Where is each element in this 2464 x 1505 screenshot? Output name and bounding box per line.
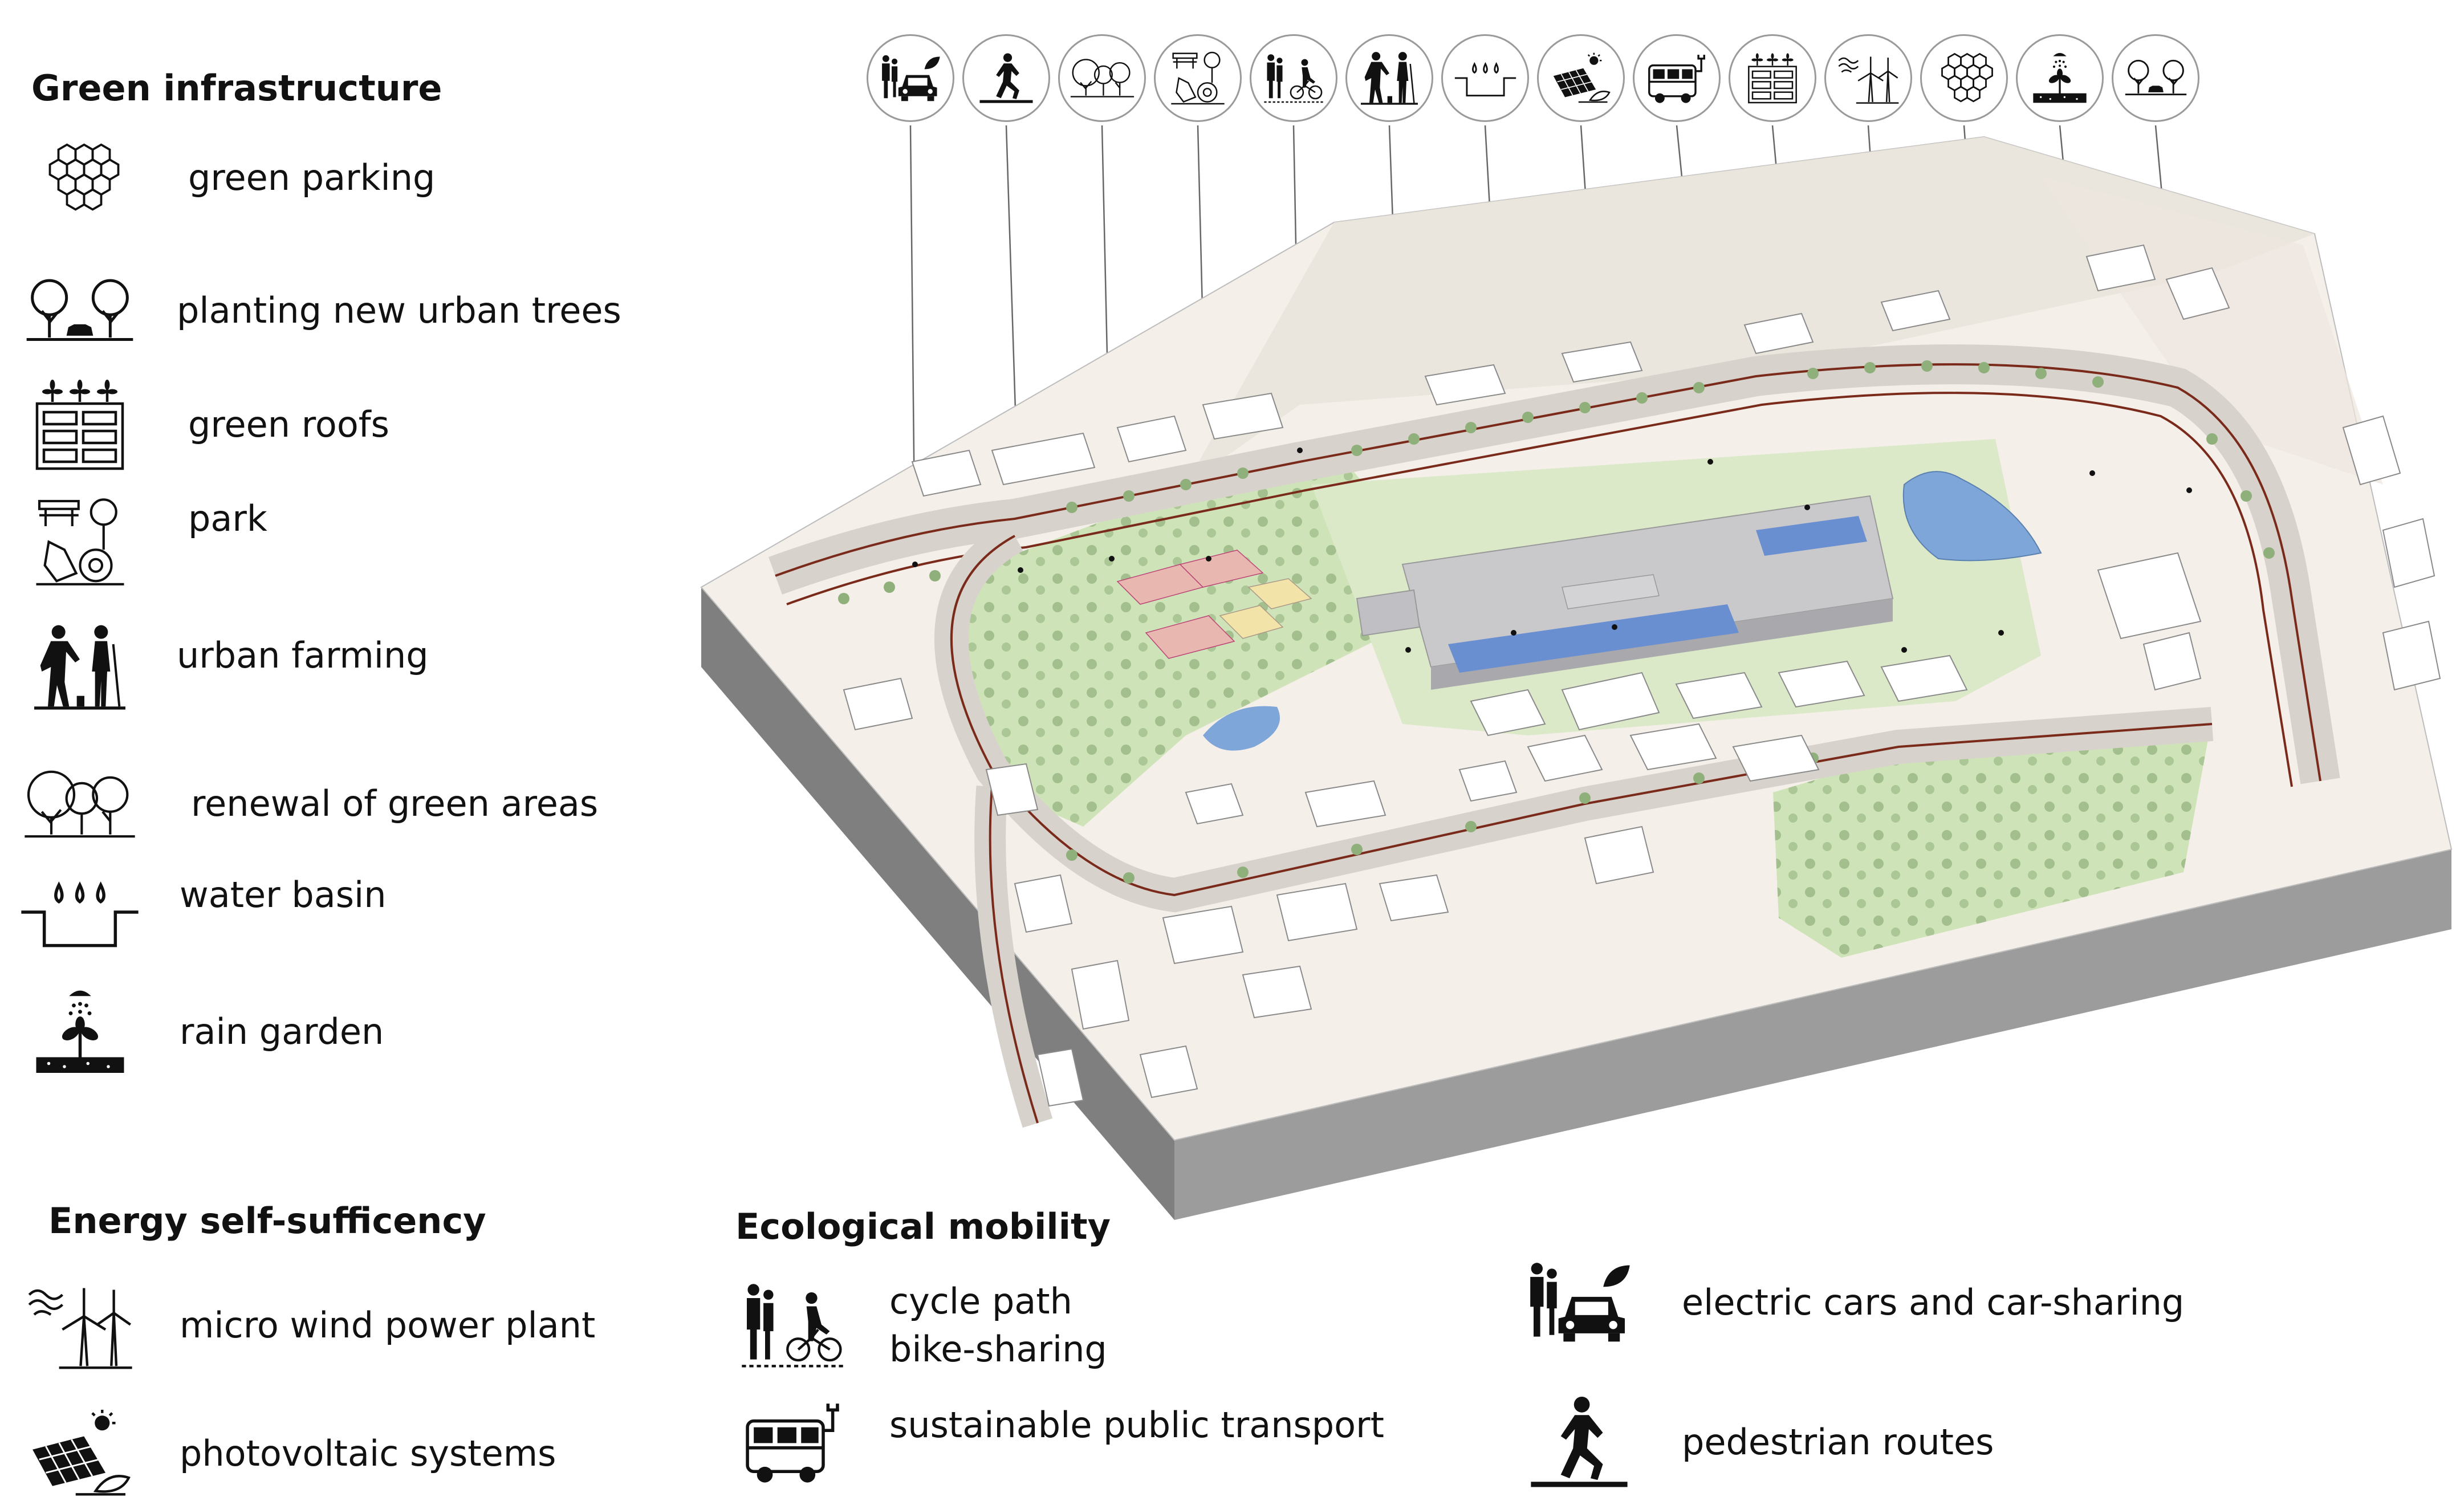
water-basin-pond	[1902, 471, 2042, 562]
legend-label: rain garden	[180, 1011, 384, 1053]
legend-item-urban-trees: planting new urban trees	[17, 259, 621, 362]
legend-label: micro wind power plant	[180, 1304, 596, 1347]
top-icon-row	[867, 34, 2246, 125]
legend-item-green-parking: green parking	[17, 127, 435, 229]
green-roof-icon	[17, 373, 143, 476]
electric-bus-icon	[1633, 34, 1721, 122]
pedestrian-icon	[962, 34, 1050, 122]
legend-label: planting new urban trees	[177, 290, 621, 332]
legend-item-public-transport: sustainable public transport	[735, 1391, 1384, 1494]
legend-label: renewal of green areas	[191, 783, 599, 825]
wind-turbine-icon	[17, 1274, 143, 1377]
honeycomb-icon	[17, 127, 143, 229]
legend-item-cycle: cycle path bike-sharing	[735, 1274, 1107, 1377]
tree-group-icon	[17, 752, 143, 855]
water-basin-icon	[17, 861, 143, 963]
solar-panel-icon	[17, 1402, 143, 1505]
energy-heading: Energy self-sufficency	[48, 1200, 486, 1242]
bike-sharing-label: bike-sharing	[889, 1328, 1107, 1370]
trees-car-icon	[2112, 34, 2199, 122]
electric-bus-icon	[735, 1391, 849, 1494]
rain-garden-icon	[17, 981, 143, 1083]
water-basin-icon	[1441, 34, 1529, 122]
legend-item-park: park	[17, 490, 267, 593]
mobility-heading: Ecological mobility	[735, 1206, 1111, 1247]
legend-label: green roofs	[188, 404, 389, 446]
farming-people-icon	[17, 616, 143, 718]
site-axonometric-map	[700, 125, 2453, 1220]
legend-label: sustainable public transport	[889, 1404, 1384, 1446]
legend-label: urban farming	[177, 634, 429, 677]
legend-item-renewal-green: renewal of green areas	[17, 752, 598, 855]
cyclist-icon	[1250, 34, 1337, 122]
legend-label: green parking	[188, 157, 436, 199]
leader-line-endpoints	[912, 448, 2192, 653]
green-infrastructure-heading: Green infrastructure	[31, 67, 442, 109]
park-pond	[1203, 706, 1280, 751]
trees-car-icon	[17, 259, 143, 362]
surrounding-buildings	[843, 244, 2441, 1107]
legend-item-pedestrian: pedestrian routes	[1522, 1391, 1994, 1494]
base-right-side	[1174, 849, 2451, 1220]
cyclist-icon	[735, 1274, 849, 1377]
legend-label: electric cars and car-sharing	[1682, 1282, 2185, 1324]
legend-label: photovoltaic systems	[180, 1433, 556, 1475]
legend-item-green-roofs: green roofs	[17, 373, 389, 476]
electric-car-icon	[867, 34, 954, 122]
farming-people-icon	[1345, 34, 1433, 122]
park-icon	[1154, 34, 1242, 122]
legend-item-photovoltaic: photovoltaic systems	[17, 1402, 556, 1505]
street-trees	[838, 360, 2275, 884]
legend-item-wind: micro wind power plant	[17, 1274, 595, 1377]
legend-label: water basin	[180, 874, 387, 916]
electric-car-icon	[1522, 1251, 1636, 1354]
sport-courts	[1116, 550, 1312, 659]
tree-group-icon	[1058, 34, 1146, 122]
wind-turbine-icon	[1824, 34, 1912, 122]
legend-label: cycle path bike-sharing	[889, 1278, 1107, 1373]
legend-item-water-basin: water basin	[17, 861, 387, 963]
park-icon	[17, 490, 143, 593]
solar-panel-icon	[1537, 34, 1625, 122]
central-building	[1356, 495, 1894, 690]
legend-label: park	[188, 498, 267, 540]
rain-garden-icon	[2016, 34, 2104, 122]
legend-label: pedestrian routes	[1682, 1421, 1994, 1463]
green-roof-icon	[1729, 34, 1816, 122]
legend-item-electric-cars: electric cars and car-sharing	[1522, 1251, 2184, 1354]
honeycomb-icon	[1920, 34, 2008, 122]
pedestrian-icon	[1522, 1391, 1636, 1494]
legend-item-urban-farming: urban farming	[17, 616, 429, 718]
cycle-path-label: cycle path	[889, 1280, 1072, 1323]
legend-item-rain-garden: rain garden	[17, 981, 384, 1083]
